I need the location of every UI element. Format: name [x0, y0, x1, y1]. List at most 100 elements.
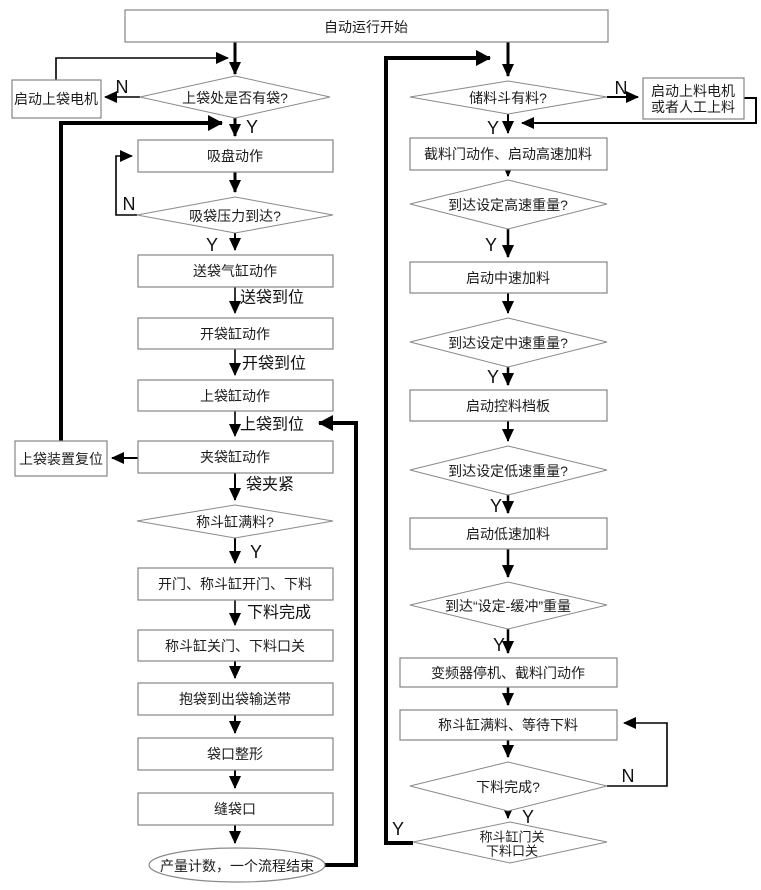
- gate-fast-feed-label: 截料门动作、启动高速加料: [424, 146, 592, 162]
- buffer-weight-label: 到达“设定-缓冲”重量: [445, 598, 571, 614]
- discharge-label: 下料完成?: [476, 779, 540, 795]
- node-sew-mouth: 缝袋口: [137, 792, 334, 826]
- gate-fast-feed-box: [409, 137, 608, 171]
- has-bag-label: 上袋处是否有袋?: [182, 90, 288, 106]
- suction-label: 吸盘动作: [207, 148, 263, 164]
- buffer-weight-diamond: [409, 581, 608, 630]
- edge-dischargeq-no-loop: [607, 717, 668, 787]
- doors-closed-label-2: 下料口关: [486, 844, 538, 859]
- node-suction-pressure-decision: 吸袋压力到达?: [136, 196, 334, 234]
- open-bag-label: 开袋缸动作: [200, 326, 270, 342]
- feed-motor-label-1: 启动上料电机: [651, 83, 735, 99]
- carry-bag-label: 抱袋到出袋输送带: [179, 691, 291, 707]
- connectors: [55, 42, 757, 867]
- label-hasbag-yes: Y: [246, 117, 258, 137]
- sew-mouth-box: [137, 792, 334, 826]
- loader-reset-box: [14, 440, 108, 477]
- close-doors-box: [137, 629, 334, 662]
- node-start: 自动运行开始: [124, 9, 609, 43]
- open-doors-label: 开门、称斗缸开门、下料: [158, 576, 312, 592]
- shape-mouth-box: [137, 737, 334, 771]
- low-weight-diamond: [409, 445, 608, 496]
- label-buffer-yes: Y: [493, 635, 505, 655]
- node-storage-decision: 储料斗有料?: [409, 80, 608, 115]
- node-end-terminal: 产量计数，一个流程结束: [148, 847, 326, 883]
- node-clamp-bag: 夹袋缸动作: [137, 440, 334, 474]
- baffle-label: 启动控料档板: [466, 398, 550, 414]
- node-feed-motor: 启动上料电机 或者人工上料: [642, 77, 745, 120]
- wait-discharge-box: [399, 709, 618, 741]
- suction-box: [137, 139, 334, 173]
- node-feed-bag: 送袋气缸动作: [137, 254, 334, 288]
- label-discharge-yes: Y: [522, 807, 534, 827]
- has-bag-diamond: [139, 75, 331, 119]
- close-doors-label: 称斗缸关门、下料口关: [165, 638, 305, 654]
- node-hopper-full-decision: 称斗缸满料?: [136, 504, 334, 539]
- load-bag-label: 上袋缸动作: [200, 388, 270, 404]
- label-storage-yes: Y: [487, 118, 499, 138]
- label-discharge-no: N: [622, 766, 635, 786]
- storage-diamond: [409, 80, 608, 115]
- edge-end-return-loop: [318, 415, 358, 867]
- node-wait-discharge: 称斗缸满料、等待下料: [399, 709, 618, 741]
- node-load-bag: 上袋缸动作: [137, 379, 334, 412]
- node-carry-bag: 抱袋到出袋输送带: [137, 682, 334, 716]
- open-bag-box: [137, 317, 334, 350]
- carry-bag-box: [137, 682, 334, 716]
- label-midweight-yes: Y: [487, 367, 499, 387]
- start-bag-motor-label: 启动上袋电机: [14, 91, 98, 107]
- start-box: [124, 9, 609, 43]
- start-bag-motor-box: [11, 79, 102, 119]
- node-low-weight-decision: 到达设定低速重量?: [409, 445, 608, 496]
- node-open-doors: 开门、称斗缸开门、下料: [137, 567, 334, 601]
- start-label: 自动运行开始: [324, 19, 408, 35]
- label-pressure-yes: Y: [206, 235, 218, 255]
- low-feed-label: 启动低速加料: [466, 526, 550, 542]
- mid-weight-diamond: [409, 317, 608, 368]
- label-cycle-loop-yes: Y: [392, 819, 404, 839]
- fast-weight-label: 到达设定高速重量?: [448, 197, 568, 213]
- inverter-stop-label: 变频器停机、截料门动作: [431, 665, 585, 681]
- label-hasbag-no: N: [116, 77, 129, 97]
- node-mid-feed: 启动中速加料: [409, 261, 608, 294]
- edge-suction-retry-loop: [115, 150, 137, 216]
- low-weight-label: 到达设定低速重量?: [448, 463, 568, 479]
- label-fastweight-yes: Y: [485, 235, 497, 255]
- discharge-diamond: [409, 761, 608, 812]
- label-feed-done: 送袋到位: [240, 289, 304, 307]
- node-discharge-decision: 下料完成?: [409, 761, 608, 812]
- low-feed-box: [409, 517, 608, 550]
- node-suction: 吸盘动作: [137, 139, 334, 173]
- label-clamp-done: 袋夹紧: [246, 476, 294, 494]
- baffle-box: [409, 389, 608, 422]
- feed-motor-box: [642, 77, 745, 120]
- node-mid-weight-decision: 到达设定中速重量?: [409, 317, 608, 368]
- fast-weight-diamond: [409, 179, 608, 230]
- mid-feed-box: [409, 261, 608, 294]
- label-pressure-no: N: [123, 194, 136, 214]
- node-gate-fast-feed: 截料门动作、启动高速加料: [409, 137, 608, 171]
- clamp-bag-box: [137, 440, 334, 474]
- label-discharge-done: 下料完成: [247, 604, 311, 622]
- edge-feedmotor-return: [521, 97, 757, 129]
- node-fast-weight-decision: 到达设定高速重量?: [409, 179, 608, 230]
- node-doors-closed-decision: 称斗缸门关 下料口关: [412, 821, 608, 864]
- feed-bag-label: 送袋气缸动作: [193, 263, 277, 279]
- node-baffle: 启动控料档板: [409, 389, 608, 422]
- label-lowweight-yes: Y: [490, 496, 502, 516]
- hopper-full-diamond: [136, 504, 334, 539]
- edge-weigh-cycle-loop: [384, 50, 491, 845]
- loader-reset-label: 上袋装置复位: [19, 451, 103, 467]
- node-loader-reset: 上袋装置复位: [14, 440, 108, 477]
- doors-closed-diamond: [412, 821, 608, 864]
- label-hopperfull-yes: Y: [250, 542, 262, 562]
- node-low-feed: 启动低速加料: [409, 517, 608, 550]
- node-start-bag-motor: 启动上袋电机: [11, 79, 102, 119]
- open-doors-box: [137, 567, 334, 601]
- end-label: 产量计数，一个流程结束: [160, 858, 314, 874]
- suction-pressure-diamond: [136, 196, 334, 234]
- edge-reset-return-loop: [59, 115, 223, 441]
- node-open-bag: 开袋缸动作: [137, 317, 334, 350]
